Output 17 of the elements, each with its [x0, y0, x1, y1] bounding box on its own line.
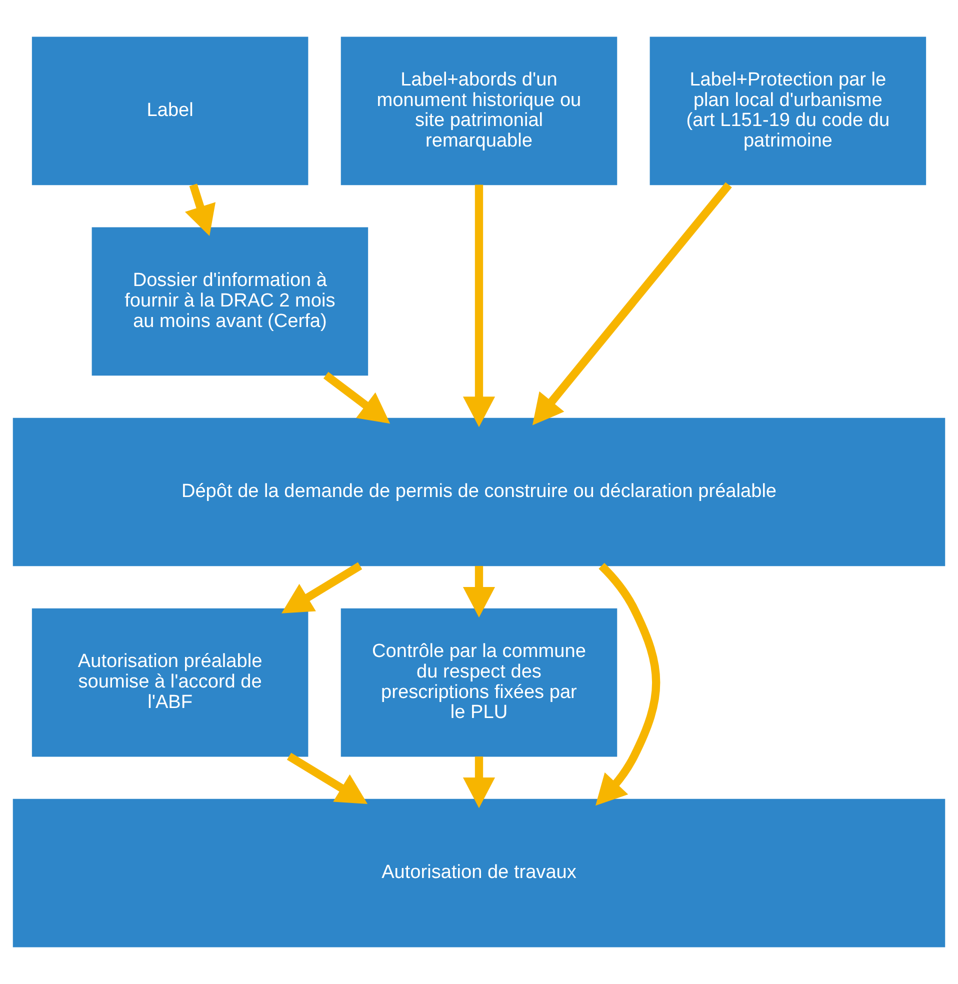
arrow — [462, 566, 496, 618]
node-box: Dépôt de la demande de permis de construire ou déclaration préalable — [12, 418, 946, 566]
node-box: Label+abords d'un monument historique ou site patrimonial remarquable — [340, 36, 618, 186]
node-box: Autorisation préalable soumise à l'accord de l'ABF — [32, 608, 308, 757]
arrow — [286, 752, 368, 804]
node-box: Autorisation de travaux — [12, 798, 946, 948]
arrow — [462, 756, 496, 808]
arrow — [184, 184, 216, 236]
arrow — [282, 562, 362, 614]
arrow — [596, 562, 660, 806]
arrow — [462, 184, 496, 428]
arrow — [323, 372, 390, 424]
arrow — [532, 182, 732, 426]
node-box: Dossier d'information à fournir à la DRAC 2 mois au moins avant (Cerfa) — [92, 227, 368, 376]
node-box: Label — [32, 36, 308, 186]
node-box: Label+Protection par le plan local d'urbanisme (art L151-19 du code du patrimoine — [650, 36, 926, 186]
node-box: Contrôle par la commune du respect des prescriptions fixées par le PLU — [340, 608, 618, 757]
